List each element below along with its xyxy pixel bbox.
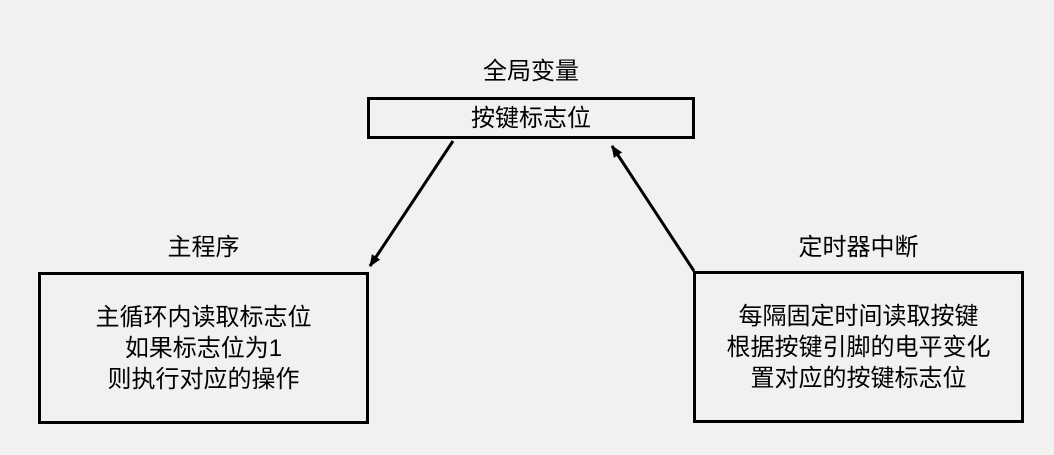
global-variable-box: 按键标志位 xyxy=(367,97,695,139)
timer-interrupt-title: 定时器中断 xyxy=(798,234,919,261)
main-program-line-3: 则执行对应的操作 xyxy=(107,365,300,393)
global-variable-title: 全局变量 xyxy=(483,58,579,85)
timer-interrupt-line-2: 根据按键引脚的电平变化 xyxy=(726,333,991,361)
main-program-title: 主程序 xyxy=(167,234,240,261)
arrow-timer-to-flag xyxy=(610,145,696,272)
main-program-line-1: 主循环内读取标志位 xyxy=(95,303,312,331)
main-program-line-2: 如果标志位为1 xyxy=(124,334,283,362)
arrow-flag-to-main-program xyxy=(368,140,455,267)
main-program-box: 主循环内读取标志位 如果标志位为1 则执行对应的操作 xyxy=(38,272,369,424)
global-variable-box-text: 按键标志位 xyxy=(471,104,591,132)
timer-interrupt-line-1: 每隔固定时间读取按键 xyxy=(738,302,979,330)
timer-interrupt-line-3: 置对应的按键标志位 xyxy=(750,364,967,392)
timer-interrupt-box: 每隔固定时间读取按键 根据按键引脚的电平变化 置对应的按键标志位 xyxy=(693,271,1024,423)
